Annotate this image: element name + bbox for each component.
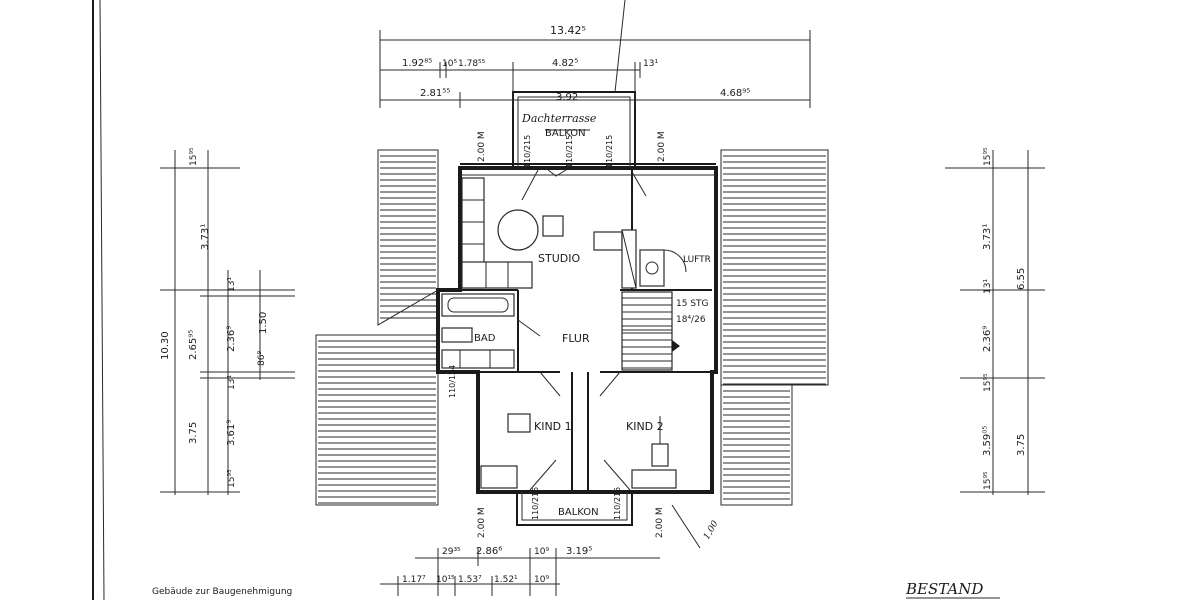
dim-right-b2: 3.73¹ [982,224,993,250]
dim-bottom-c8: 1.52¹ [494,575,518,585]
top-dimension-lines [379,0,811,108]
dim-left-a2: 3.73¹ [200,224,211,250]
roof-left-lower [315,334,439,506]
dim-bottom-c3: 10⁹ [534,547,549,557]
stair-steps: 15 STG [676,299,709,309]
door-swings [517,169,647,491]
dim-top-d1: 1.92⁸⁵ [402,58,432,69]
room-label-balkon-struck: BALKON [545,128,586,139]
dim-left-a5: 2.36⁹ [226,326,237,352]
dim-left-a3: 13¹ [227,277,237,292]
chimney [621,229,637,289]
dim-bottom-c7: 1.53⁷ [458,575,482,585]
staircase [621,291,680,371]
dim-bottom-c6: 10¹⁵ [436,575,455,585]
bottom-balcony [516,492,633,526]
dim-eave: 1,00 [702,519,721,542]
dim-right-b7: 3.59⁰⁵ [982,426,993,456]
roof-right-lower [720,384,793,506]
dim-right-b4: 13¹ [983,279,993,294]
studio-armchair [542,215,564,237]
dim-bottom-c5: 1.17⁷ [402,575,426,585]
room-label-kind2: KIND 2 [626,420,664,433]
exterior-walls [436,163,718,494]
dim-top-d3: 1.78⁵⁵ [458,59,486,69]
height-top-left: 2.00 M [477,131,487,162]
room-label-luftr: LUFTR [683,255,711,265]
right-dimension-lines [945,150,1045,495]
studio-desk [593,231,623,251]
dim-right-b9: 15⁹⁵ [983,471,993,490]
dim-left-a1: 15⁹⁵ [189,147,199,166]
dim-left-a6: 1.50 [258,312,269,334]
roof-left-upper [377,149,439,326]
dim-bottom-c9: 10⁹ [534,575,549,585]
bottom-dimension-lines [380,504,701,596]
dim-top-d2: 10⁵ [442,59,457,69]
kind1-furniture [480,413,531,489]
dim-left-a4: 2.65⁹⁵ [188,330,199,360]
door-label-top-2: 110/215 [565,135,574,168]
roof-terrace [512,91,636,168]
door-label-bad: 110/124 [448,365,457,398]
scan-border-inner [99,0,105,600]
room-label-flur: FLUR [562,332,590,345]
kind2-furniture [631,416,677,489]
room-label-bad: BAD [474,333,496,344]
footer-note: Gebäude zur Baugenehmigung [152,587,292,597]
room-label-kind1: KIND 1 [534,420,572,433]
interior-walls [460,168,716,492]
dim-top-d4: 4.82⁵ [552,58,578,69]
dim-left-total: 10.30 [160,331,171,360]
dim-right-b6: 15⁹⁵ [983,373,993,392]
dim-top-d6: 2.81⁵⁵ [420,88,450,99]
room-label-terrasse: Dachterrasse [521,112,597,125]
dim-right-b3: 6.55 [1016,268,1027,290]
dim-right-b8: 3.75 [1016,434,1027,456]
studio-sofa [461,177,533,289]
dim-left-a11: 15⁹⁵ [227,469,237,488]
dim-left-a8: 13¹ [227,375,237,390]
roof-right-upper [720,149,829,386]
room-label-studio: STUDIO [538,252,580,265]
kitchenette [639,249,687,287]
height-bottom-right: 2.00 M [655,507,665,538]
stair-rise: 18⁴/26 [676,315,706,325]
dim-top-overall: 13.42⁵ [550,24,586,37]
dim-top-d5: 13¹ [643,59,658,69]
bath-fixtures [441,293,515,369]
left-dimension-lines [160,150,295,495]
door-label-top-3: 110/215 [605,135,614,168]
dim-left-a7: 86⁹ [257,351,267,366]
height-top-right: 2.00 M [657,131,667,162]
height-bottom-left: 2.00 M [477,507,487,538]
dim-left-a9: 3.75 [188,422,199,444]
dim-bottom-c1: 29³⁵ [442,547,461,557]
dim-bottom-c4: 3.19⁵ [566,546,592,557]
dim-right-b5: 2.36⁹ [982,326,993,352]
dim-top-d8: 4.68⁹⁵ [720,88,750,99]
dim-bottom-c2: 2.86⁶ [476,546,502,557]
door-label-balkon-2: 110/215 [613,487,622,520]
room-label-balkon: BALKON [558,507,599,518]
studio-round-table [497,209,539,251]
dim-top-d7: 3.92 [556,92,578,103]
dim-left-a10: 3.61⁹ [226,420,237,446]
door-label-balkon-1: 110/215 [531,487,540,520]
status-stamp: BESTAND [905,580,983,598]
dim-right-b1: 15⁹⁵ [983,147,993,166]
door-label-top-1: 110/215 [523,135,532,168]
